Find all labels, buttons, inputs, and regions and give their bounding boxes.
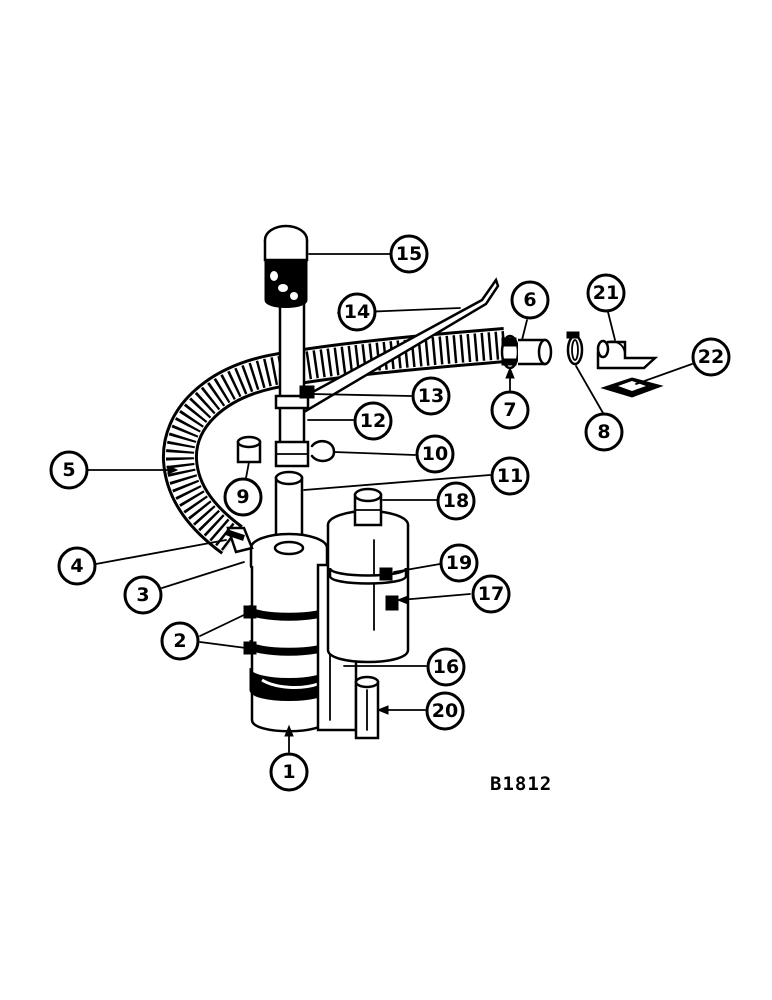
hose-clamp-right: [500, 334, 520, 370]
spring-clip: [310, 439, 336, 463]
callout-12: 12: [353, 401, 393, 441]
loose-clamp: [566, 331, 584, 366]
callout-11: 11: [490, 456, 530, 496]
inlet-tube: [274, 470, 304, 544]
callout-22: 22: [691, 337, 731, 377]
callout-4-label: 4: [70, 555, 83, 577]
callout-2: 2: [160, 621, 200, 661]
callout-12-label: 12: [360, 410, 386, 432]
callout-16: 16: [426, 647, 466, 687]
callout-7: 7: [490, 390, 530, 430]
callout-11-label: 11: [497, 465, 523, 487]
callout-5: 5: [49, 450, 89, 490]
callout-10: 10: [415, 434, 455, 474]
callout-13: 13: [411, 376, 451, 416]
small-cap: [236, 435, 262, 464]
callout-9-label: 9: [236, 486, 249, 508]
callout-3: 3: [123, 575, 163, 615]
callout-2-label: 2: [173, 630, 186, 652]
callout-4: 4: [57, 546, 97, 586]
callout-19: 19: [439, 543, 479, 583]
gasket-plate: [600, 377, 664, 398]
precleaner-cap: [263, 224, 309, 308]
callout-9: 9: [223, 477, 263, 517]
callout-22-label: 22: [698, 346, 724, 368]
callout-14-label: 14: [344, 301, 370, 323]
leader-lines: [87, 253, 693, 753]
callout-5-label: 5: [62, 459, 75, 481]
callout-18: 18: [436, 481, 476, 521]
air-cleaner-body: [225, 526, 329, 733]
callout-13-label: 13: [418, 385, 444, 407]
callout-17-label: 17: [478, 583, 504, 605]
callout-10-label: 10: [422, 443, 448, 465]
callout-6-label: 6: [523, 289, 536, 311]
callout-15-label: 15: [396, 243, 422, 265]
callout-20: 20: [425, 691, 465, 731]
callout-1-label: 1: [282, 761, 295, 783]
oil-canister: [316, 487, 410, 740]
callout-21-label: 21: [593, 282, 619, 304]
callout-7-label: 7: [503, 399, 516, 421]
callout-8: 8: [584, 412, 624, 452]
callout-21: 21: [586, 273, 626, 313]
callout-14: 14: [337, 292, 377, 332]
intake-tube: [274, 298, 315, 468]
callout-6: 6: [510, 280, 550, 320]
callout-3-label: 3: [136, 584, 149, 606]
callout-15: 15: [389, 234, 429, 274]
callout-19-label: 19: [446, 552, 472, 574]
mounting-bracket: [596, 339, 659, 370]
callout-17: 17: [471, 574, 511, 614]
pipe-adapter: [518, 338, 553, 366]
callout-16-label: 16: [433, 656, 459, 678]
callout-8-label: 8: [597, 421, 610, 443]
figure-code: B1812: [490, 773, 552, 795]
callout-18-label: 18: [443, 490, 469, 512]
callout-1: 1: [269, 752, 309, 792]
callout-20-label: 20: [432, 700, 458, 722]
